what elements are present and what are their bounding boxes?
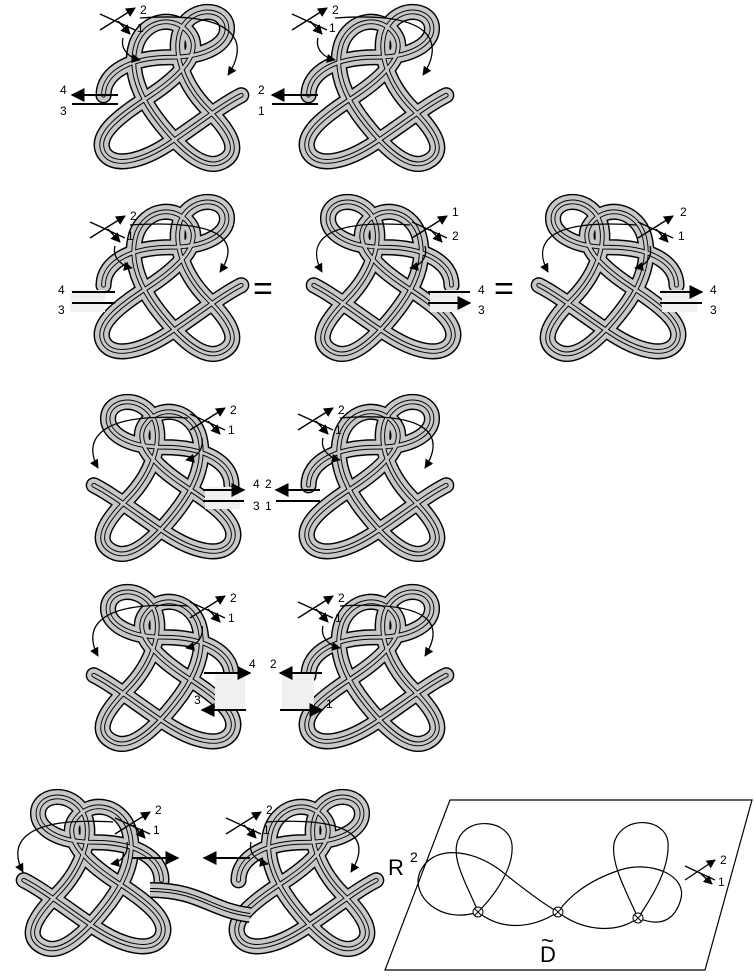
cross-label-bottom: 1: [678, 229, 685, 243]
row2-knot-a: 2 1 4 3: [58, 202, 241, 354]
cross-label-top: 2: [680, 205, 687, 219]
end-label-bottom: 3: [710, 303, 717, 317]
cross-label-top: 2: [155, 803, 162, 817]
row1-right-knot: 2 1 2 1: [258, 3, 446, 164]
cross-label-top: 2: [230, 403, 237, 417]
cross-label-top: 2: [266, 803, 273, 817]
end-label-top: 2: [265, 477, 272, 491]
arrow-curve: [121, 37, 141, 63]
end-label-bottom: 1: [258, 104, 265, 118]
arrow-curve: [316, 37, 336, 63]
row4-right-knot: 2 1 2 1: [270, 591, 446, 744]
end-label-top: 4: [478, 283, 485, 297]
cross-label-bottom: 1: [153, 823, 160, 837]
cross-label-top: 1: [452, 205, 459, 219]
cross-label-top: 2: [338, 591, 345, 605]
cross-label-bottom: 1: [127, 229, 134, 243]
end-label-bottom: 3: [253, 499, 260, 513]
end-label-top: 4: [58, 283, 65, 297]
cross-label-top: 2: [230, 591, 237, 605]
cross-label-bottom: 1: [335, 611, 342, 625]
cross-label-top: 2: [140, 3, 147, 17]
end-label-bottom: 3: [194, 693, 201, 707]
plane-parallelogram: [384, 799, 753, 971]
cross-label-top: 2: [332, 3, 339, 17]
row2-knot-b: 1 2 4 3: [314, 202, 485, 354]
row1-left-knot: 2 1 4 3: [60, 3, 241, 164]
equals-sign: =: [494, 270, 514, 308]
end-label-top: 2: [270, 657, 277, 671]
cross-label-top: 2: [338, 403, 345, 417]
row5-connected-sum: 2 1 2 1: [15, 797, 376, 949]
row4-left-knot: 2 1 4 3: [90, 591, 256, 744]
cross-label-bottom: 1: [263, 823, 270, 837]
cross-label-bottom: 1: [228, 611, 235, 625]
cross-label-bottom: 1: [228, 423, 235, 437]
end-label-top: 4: [710, 283, 717, 297]
end-label-bottom: 1: [265, 499, 272, 513]
row2-knot-c: 2 1 4 3: [539, 202, 717, 354]
end-label-bottom: 1: [326, 697, 333, 711]
end-label-bottom: 3: [478, 303, 485, 317]
arrow-curve: [139, 16, 238, 76]
cross-label-bottom: 1: [329, 21, 336, 35]
plane-label-tilde: ~: [541, 928, 554, 953]
plane-label-exponent: 2: [410, 849, 418, 865]
row3-left-knot: 2 1 4 3: [90, 402, 260, 554]
end-label-top: 4: [249, 657, 256, 671]
projected-diagram: [417, 822, 683, 930]
plane-label-D: D: [540, 942, 556, 967]
cross-label-bottom: 1: [718, 875, 725, 889]
plane-label-R: R: [388, 855, 404, 880]
end-label-top: 4: [253, 477, 260, 491]
equals-sign: =: [253, 270, 273, 308]
cross-label-top: 2: [130, 209, 137, 223]
arrow-curve: [334, 16, 433, 76]
plane-projection: R 2 2 1 D ~: [384, 799, 753, 971]
crossing-symbol: [99, 7, 136, 35]
cross-label-bottom: 1: [335, 423, 342, 437]
cross-label-top: 2: [720, 853, 727, 867]
row3-right-knot: 2 1 2 1: [265, 402, 446, 554]
cross-label-bottom: 1: [137, 21, 144, 35]
crossing-symbol: [291, 7, 328, 35]
cross-label-bottom: 2: [452, 229, 459, 243]
end-label-top: 2: [258, 83, 265, 97]
virtual-crossing-icons: [472, 906, 644, 924]
end-label-top: 4: [60, 83, 67, 97]
end-label-bottom: 3: [58, 303, 65, 317]
end-label-bottom: 3: [60, 104, 67, 118]
